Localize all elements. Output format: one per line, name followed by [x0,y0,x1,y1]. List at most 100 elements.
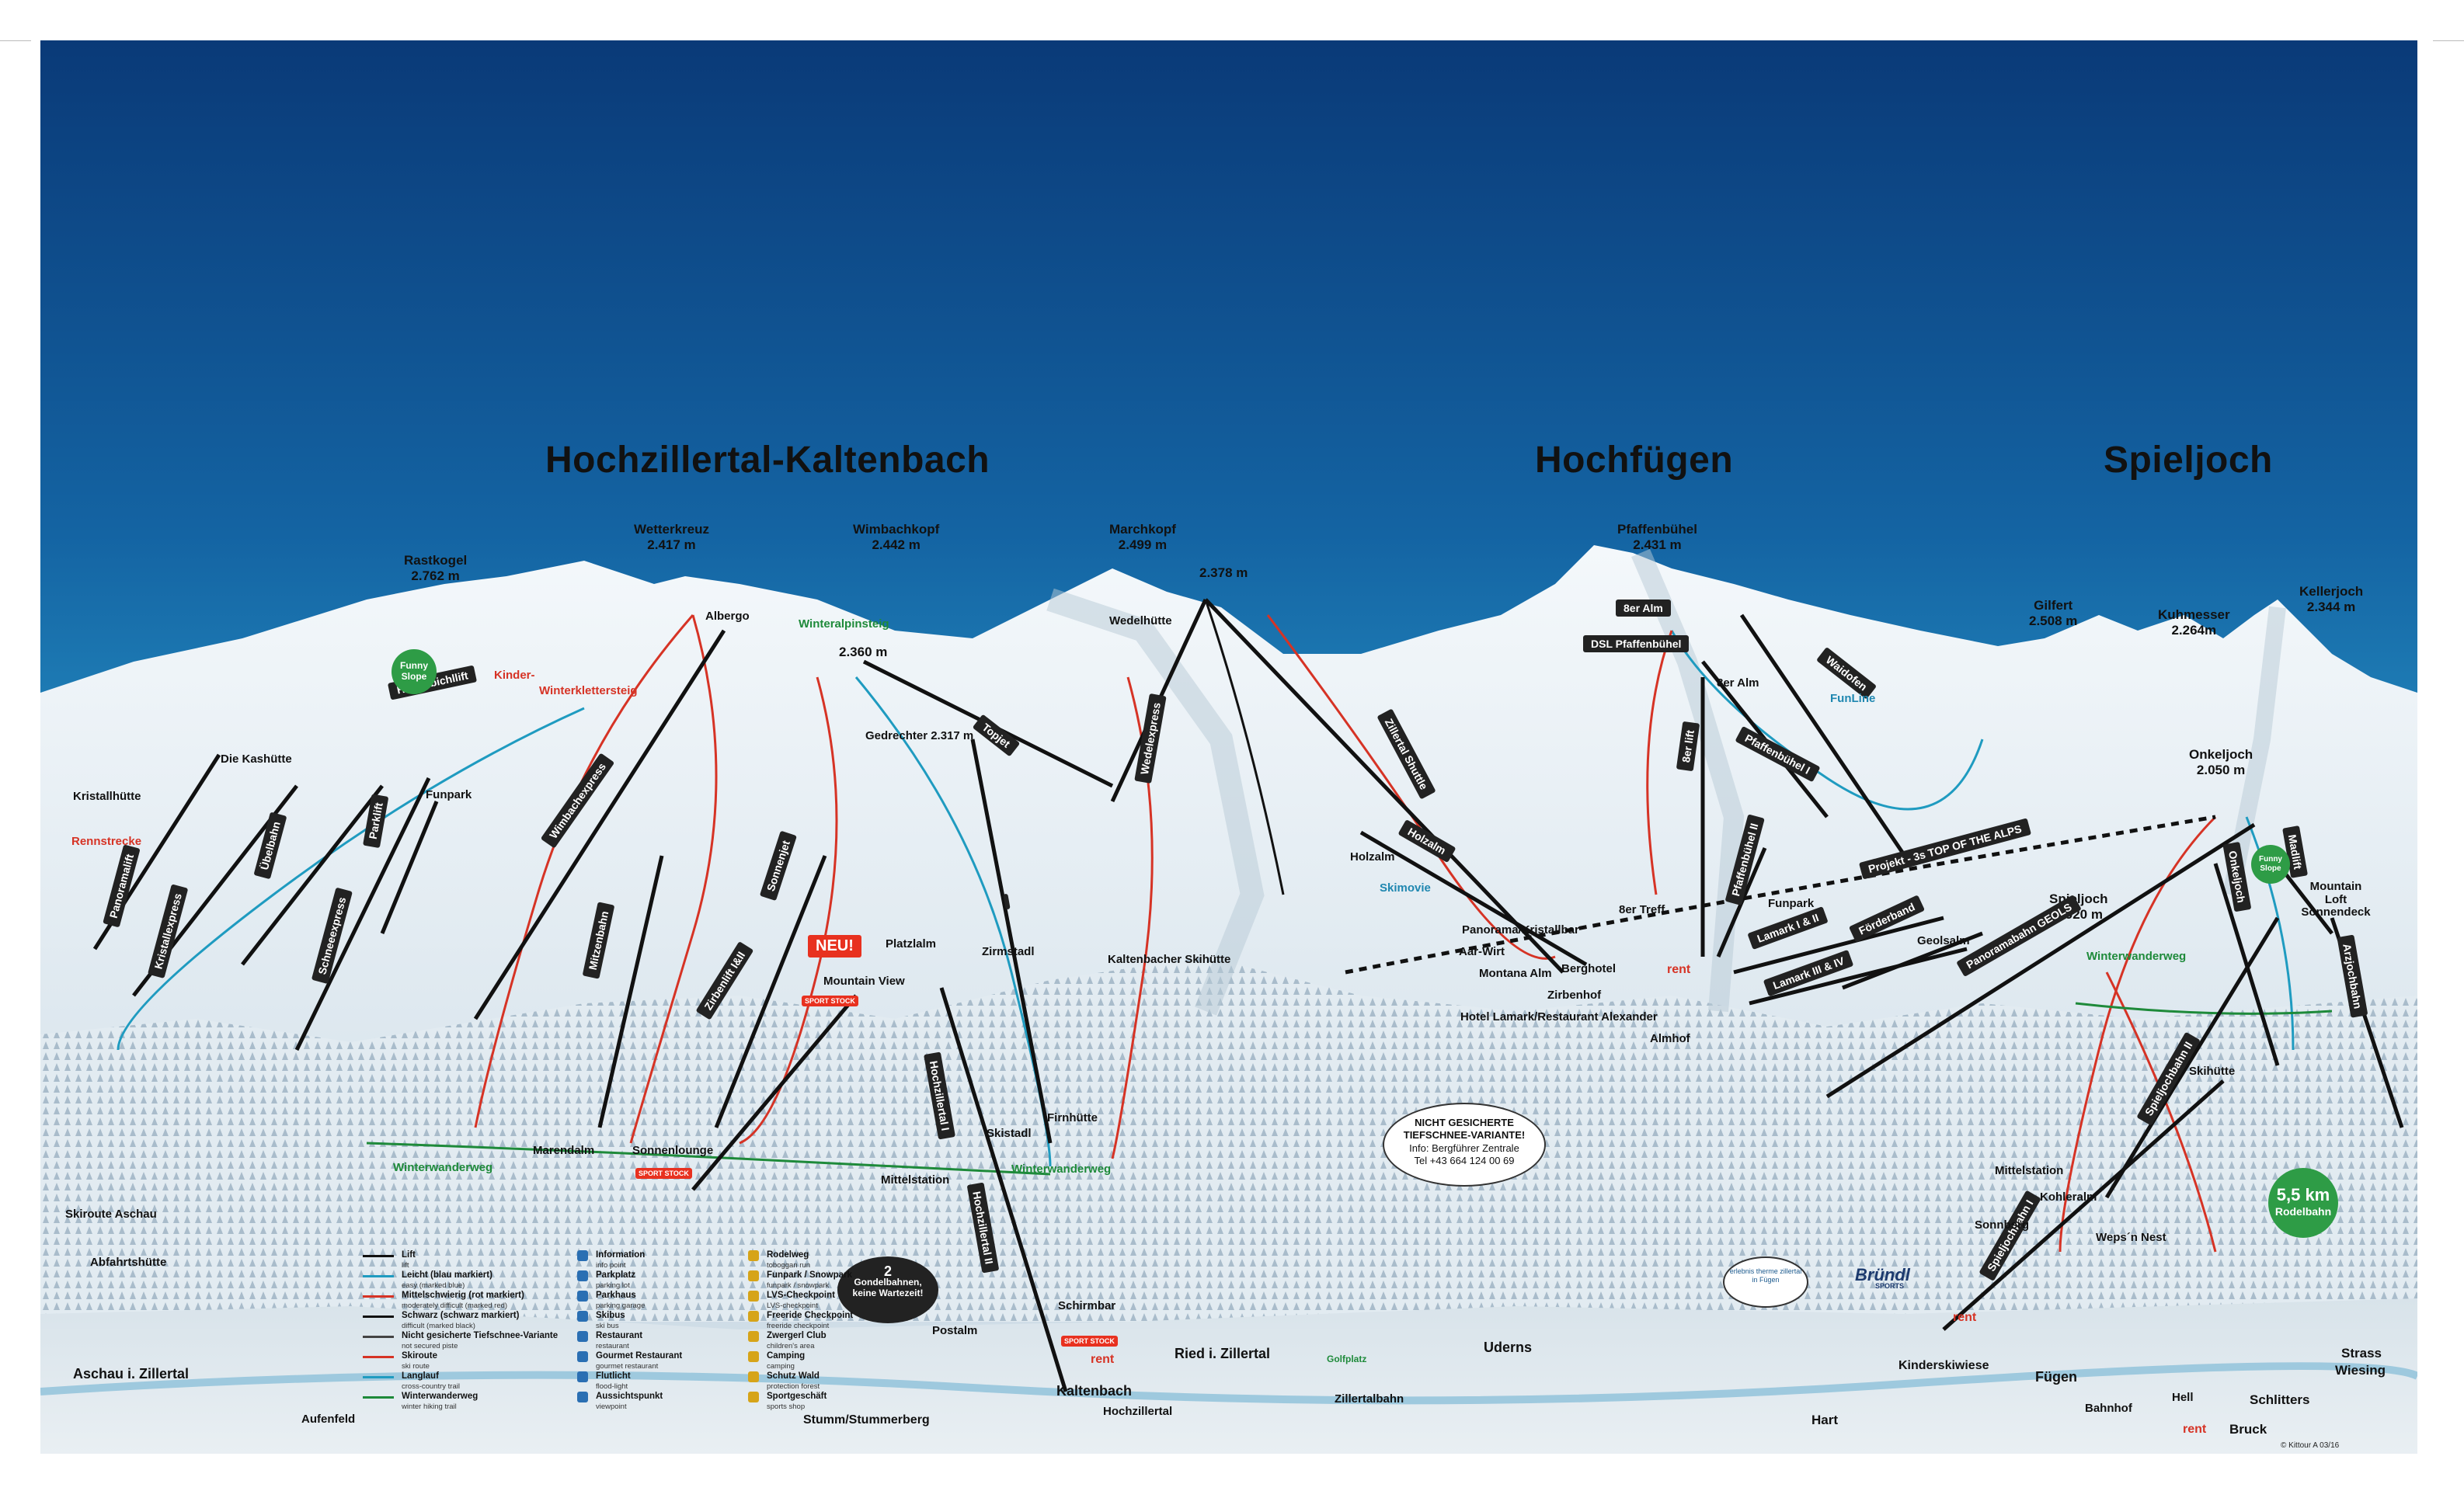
piste-line [2245,816,2295,1051]
badge-funny-slope-right: Funny Slope [2251,845,2290,884]
label-8er-treff: 8er Treff [1619,903,1665,916]
lift-line [1842,931,1983,990]
label-bahnhof: Bahnhof [2085,1402,2132,1415]
label-funpark-left: Funpark [426,788,472,801]
legend-item: Leicht (blau markiert)easy (marked blue) [363,1270,492,1290]
deep-snow-warning: NICHT GESICHERTE TIEFSCHNEE-VARIANTE! In… [1383,1103,1546,1187]
label-hell: Hell [2172,1391,2194,1404]
label-rennstrecke: Rennstrecke [71,835,142,848]
lift-lines [92,598,2404,1392]
legend-swatch [363,1396,394,1399]
label-strass: Strass [2341,1346,2382,1361]
projekt-line [1345,815,2216,975]
label-fuegen: Fügen [2035,1369,2077,1385]
label-kohleralm: Kohleralm [2040,1190,2097,1204]
peak-2378: 2.378 m [1199,565,1248,580]
legend-swatch [363,1376,394,1378]
legend-swatch [577,1291,588,1302]
label-rent-bruck: rent [2183,1423,2207,1436]
logo-sport-stock-1: SPORT STOCK [802,996,858,1006]
legend-item: Mittelschwierig (rot markiert)moderately… [363,1291,524,1310]
crop-mark [2433,40,2464,41]
label-winterwanderweg-right: Winterwanderweg [2086,950,2187,963]
lift-line [2104,916,2280,1199]
lift-line [691,994,858,1191]
legend-swatch [363,1255,394,1257]
label-firnhuette: Firnhütte [1047,1111,1098,1124]
peak-gedrechter: Gedrechter 2.317 m [865,729,974,742]
label-wiesing: Wiesing [2335,1363,2386,1378]
label-geolsalm: Geolsalm [1917,934,1970,947]
label-hochzillertal-town: Hochzillertal [1103,1405,1173,1418]
label-zillertalbahn: Zillertalbahn [1335,1392,1404,1406]
label-rent-kaltenbach: rent [1091,1353,1115,1366]
label-kaltenbacher-skihuette: Kaltenbacher Skihütte [1108,953,1231,966]
label-mountain-loft: Mountain Loft Sonnendeck [2301,880,2371,919]
lift-line [1825,822,2256,1099]
logo-sport-stock-3: SPORT STOCK [1061,1336,1118,1347]
region-title-hochfuegen: Hochfügen [1535,440,1734,481]
legend-swatch [363,1315,394,1318]
lift-line [1204,598,1564,974]
piste-line [629,614,718,1144]
piste-line [366,1142,1051,1176]
legend-swatch [748,1331,759,1342]
lift-line [1942,1079,2225,1331]
label-aar-wirt: Aar-Wirt [1459,945,1505,958]
river [40,1362,2417,1405]
legend-swatch [363,1356,394,1358]
label-kinder: Kinder- [494,669,535,682]
piste-line [117,707,585,1051]
lift-line [1749,947,1968,1006]
label-holzalm: Holzalm [1350,850,1395,864]
label-8er-alm-2: 8er Alm [1717,676,1759,690]
label-ried: Ried i. Zillertal [1175,1346,1271,1361]
label-almhof: Almhof [1650,1032,1690,1045]
label-aufenfeld: Aufenfeld [301,1413,356,1426]
label-winteralpinsteig: Winteralpinsteig [799,617,889,631]
label-schirmbar: Schirmbar [1058,1299,1116,1312]
label-hotel-lamark: Hotel Lamark/Restaurant Alexander [1460,1010,1658,1024]
label-aschau: Aschau i. Zillertal [73,1366,190,1382]
legend-swatch [577,1371,588,1382]
legend-swatch [577,1250,588,1261]
legend-swatch [748,1351,759,1362]
label-platzlalm: Platzlalm [886,937,937,951]
legend-swatch [577,1351,588,1362]
logo-bruendl-sub: SPORTS [1875,1282,1905,1290]
badge-funny-slope-left: Funny Slope [392,649,437,694]
label-8er-alm: 8er Alm [1616,600,1671,617]
lift-line [2213,863,2280,1066]
label-skistadl: Skistadl [987,1127,1032,1140]
label-postalm: Postalm [932,1324,978,1337]
label-berghotel: Berghotel [1561,962,1617,975]
label-rent-fuegen: rent [1953,1311,1977,1324]
label-uderns: Uderns [1484,1340,1533,1355]
peak-2360: 2.360 m [839,645,888,659]
label-schlitters: Schlitters [2250,1392,2310,1407]
label-rent-hochfuegen: rent [1667,963,1691,976]
lift-line [380,801,439,934]
legend-swatch [577,1311,588,1322]
lift-line [1359,830,1588,967]
crop-mark [0,40,31,41]
piste-line [1670,630,1984,811]
label-wedelhuette: Wedelhütte [1109,614,1172,627]
label-stumm: Stumm/Stummerberg [803,1413,930,1427]
label-albergo: Albergo [705,610,750,623]
